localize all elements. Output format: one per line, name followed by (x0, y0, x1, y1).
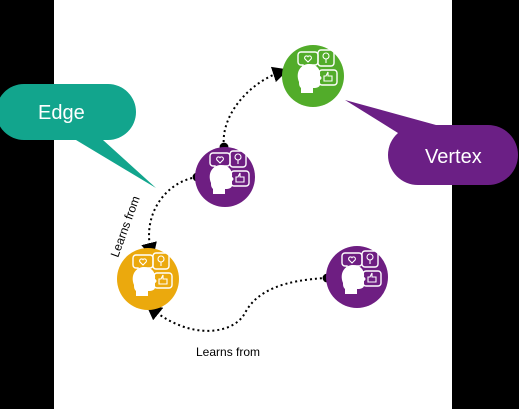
edge-purple-bottom-to-orange (145, 273, 332, 332)
vertex-orange[interactable] (117, 248, 179, 310)
edge-callout: Edge (0, 84, 156, 188)
edge-callout-label: Edge (38, 102, 85, 124)
vertex-callout-label: Vertex (425, 146, 482, 168)
vertex-purple-bottom[interactable] (326, 246, 388, 308)
edge-purple-top-to-green (219, 66, 289, 152)
vertex-callout: Vertex (345, 100, 518, 185)
edge-label-learns-from-left: Learns from (108, 194, 143, 259)
edge-purple-top-to-orange (141, 172, 202, 259)
vertex-purple-top[interactable] (195, 147, 255, 207)
vertex-green[interactable] (282, 45, 344, 107)
edge-label-learns-from-bottom: Learns from (196, 345, 260, 359)
